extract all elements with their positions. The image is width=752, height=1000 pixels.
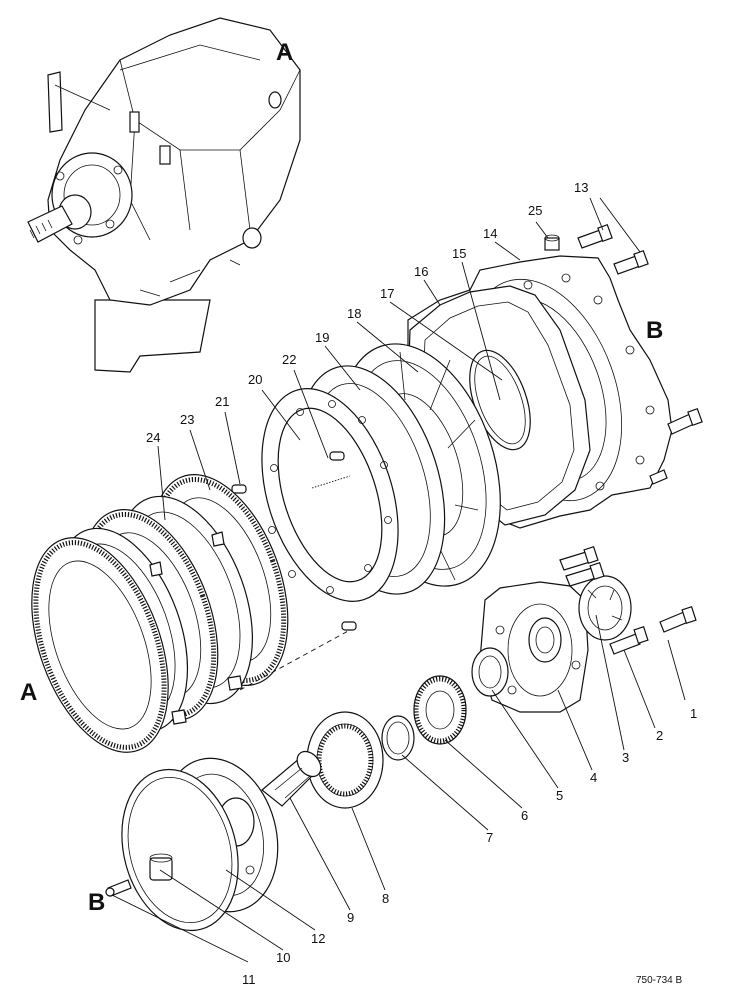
callout-16: 16 xyxy=(414,264,428,279)
callout-5: 5 xyxy=(556,788,563,803)
oil-seal xyxy=(578,575,632,641)
callout-18: 18 xyxy=(347,306,361,321)
callout-24: 24 xyxy=(146,430,160,445)
friction-disc-outer xyxy=(31,537,169,753)
callout-12: 12 xyxy=(311,931,325,946)
drawing-code: 750-734 B xyxy=(636,975,682,986)
callout-21: 21 xyxy=(215,394,229,409)
plug xyxy=(544,234,560,251)
callout-22: 22 xyxy=(282,352,296,367)
assembly-path xyxy=(239,629,351,691)
callout-15: 15 xyxy=(452,246,466,261)
output-shaft xyxy=(261,750,322,807)
view-marker-b-right: B xyxy=(646,317,663,344)
view-marker-a-left: A xyxy=(20,679,37,706)
callout-14: 14 xyxy=(483,226,497,241)
callout-19: 19 xyxy=(315,330,329,345)
ring-gear xyxy=(306,711,384,809)
callout-7: 7 xyxy=(486,830,493,845)
callout-6: 6 xyxy=(521,808,528,823)
callout-25: 25 xyxy=(528,203,542,218)
callout-20: 20 xyxy=(248,372,262,387)
callout-8: 8 xyxy=(382,891,389,906)
spacer-ring xyxy=(381,715,415,761)
bush xyxy=(471,647,509,697)
screw xyxy=(105,879,132,897)
callout-23: 23 xyxy=(180,412,194,427)
callout-10: 10 xyxy=(276,950,290,965)
dowel-pins xyxy=(231,451,357,631)
callout-9: 9 xyxy=(347,910,354,925)
leader-lines xyxy=(111,197,686,963)
drive-gear xyxy=(413,675,467,745)
callout-3: 3 xyxy=(622,750,629,765)
callout-4: 4 xyxy=(590,770,597,785)
cover-bolts xyxy=(577,223,703,485)
thrust-ring xyxy=(121,768,239,932)
callout-17: 17 xyxy=(380,286,394,301)
callouts: 1 2 3 4 5 6 7 8 9 10 11 12 13 14 15 16 1… xyxy=(20,39,697,987)
spring xyxy=(311,475,351,489)
view-marker-a-top: A xyxy=(276,39,293,66)
pressure-plate xyxy=(261,388,399,602)
pump-bolts xyxy=(559,546,697,655)
callout-11: 11 xyxy=(242,972,256,987)
callout-2: 2 xyxy=(656,728,663,743)
view-marker-b-bottom: B xyxy=(88,889,105,916)
callout-13: 13 xyxy=(574,180,588,195)
transmission-assembly xyxy=(27,17,301,373)
callout-1: 1 xyxy=(690,706,697,721)
